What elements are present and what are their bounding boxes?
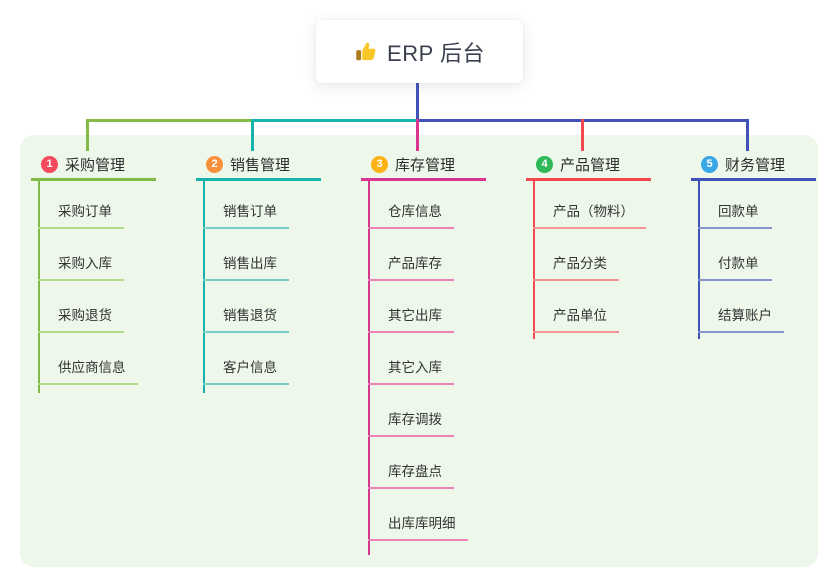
leaf-node-label: 采购退货 xyxy=(58,308,112,323)
branch: 1 采购管理 采购订单 采购入库 采购退货 供应商信息 xyxy=(31,0,196,588)
branch-number-badge: 1 xyxy=(41,156,58,173)
root-node-title: ERP 后台 xyxy=(387,40,485,66)
leaf-node[interactable]: 回款单 xyxy=(698,181,772,229)
leaf-node-label: 结算账户 xyxy=(718,308,772,323)
leaf-node[interactable]: 销售订单 xyxy=(203,181,289,229)
branch-number-badge: 5 xyxy=(701,156,718,173)
branch-node-label: 产品管理 xyxy=(560,157,621,174)
connector-root-stem xyxy=(416,82,419,119)
leaf-node[interactable]: 其它入库 xyxy=(368,333,454,385)
branch: 4 产品管理 产品（物料） 产品分类 产品单位 xyxy=(526,0,691,588)
branch-node-label: 采购管理 xyxy=(65,157,126,174)
leaf-node-label: 付款单 xyxy=(718,256,759,271)
branch-node-label: 财务管理 xyxy=(725,157,786,174)
leaf-node[interactable]: 销售退货 xyxy=(203,281,289,333)
leaf-node-label: 其它出库 xyxy=(388,308,442,323)
leaf-node[interactable]: 付款单 xyxy=(698,229,772,281)
branch-node[interactable]: 2 销售管理 xyxy=(196,151,321,181)
leaf-node[interactable]: 产品（物料） xyxy=(533,181,646,229)
leaf-node[interactable]: 销售出库 xyxy=(203,229,289,281)
root-node[interactable]: ERP 后台 xyxy=(316,20,523,83)
branch-items: 产品（物料） 产品分类 产品单位 xyxy=(533,181,646,333)
leaf-node[interactable]: 库存调拨 xyxy=(368,385,454,437)
leaf-node-label: 采购订单 xyxy=(58,204,112,219)
connector-branch-line xyxy=(698,181,700,339)
leaf-node[interactable]: 产品单位 xyxy=(533,281,619,333)
leaf-node[interactable]: 其它出库 xyxy=(368,281,454,333)
branch-node[interactable]: 5 财务管理 xyxy=(691,151,816,181)
leaf-node-label: 销售订单 xyxy=(223,204,277,219)
branch-node[interactable]: 4 产品管理 xyxy=(526,151,651,181)
leaf-node[interactable]: 产品库存 xyxy=(368,229,454,281)
connector-branch-line xyxy=(38,181,40,393)
leaf-node[interactable]: 客户信息 xyxy=(203,333,289,385)
branch-number-badge: 2 xyxy=(206,156,223,173)
connector-horizontal-mid xyxy=(251,119,419,122)
branch: 2 销售管理 销售订单 销售出库 销售退货 客户信息 xyxy=(196,0,361,588)
leaf-node[interactable]: 出库库明细 xyxy=(368,489,468,541)
branches-panel xyxy=(20,135,818,567)
connector-branch-drop xyxy=(251,119,254,151)
leaf-node[interactable]: 采购订单 xyxy=(38,181,124,229)
branch-number-badge: 4 xyxy=(536,156,553,173)
leaf-node-label: 回款单 xyxy=(718,204,759,219)
branch-items: 回款单 付款单 结算账户 xyxy=(698,181,784,333)
leaf-node-label: 供应商信息 xyxy=(58,360,126,375)
leaf-node-label: 采购入库 xyxy=(58,256,112,271)
leaf-node-label: 销售出库 xyxy=(223,256,277,271)
branch-node-label: 销售管理 xyxy=(230,157,291,174)
connector-branch-drop xyxy=(746,119,749,151)
leaf-node-label: 产品分类 xyxy=(553,256,607,271)
connector-branch-line xyxy=(368,181,370,555)
branch-node[interactable]: 3 库存管理 xyxy=(361,151,486,181)
connector-branch-drop xyxy=(416,119,419,151)
thumbs-up-icon xyxy=(356,42,376,60)
branch-items: 采购订单 采购入库 采购退货 供应商信息 xyxy=(38,181,138,385)
connector-branch-drop xyxy=(86,119,89,151)
leaf-node-label: 库存盘点 xyxy=(388,464,442,479)
branch: 5 财务管理 回款单 付款单 结算账户 xyxy=(691,0,839,588)
connector-branch-line xyxy=(533,181,535,339)
branch-node[interactable]: 1 采购管理 xyxy=(31,151,156,181)
leaf-node-label: 库存调拨 xyxy=(388,412,442,427)
leaf-node-label: 客户信息 xyxy=(223,360,277,375)
leaf-node[interactable]: 仓库信息 xyxy=(368,181,454,229)
leaf-node-label: 销售退货 xyxy=(223,308,277,323)
leaf-node-label: 产品单位 xyxy=(553,308,607,323)
connector-horizontal-left xyxy=(86,119,254,122)
leaf-node[interactable]: 产品分类 xyxy=(533,229,619,281)
leaf-node[interactable]: 库存盘点 xyxy=(368,437,454,489)
branch: 3 库存管理 仓库信息 产品库存 其它出库 其它入库 库存调拨 库存盘点 出库库… xyxy=(361,0,526,588)
leaf-node-label: 其它入库 xyxy=(388,360,442,375)
connector-branch-drop xyxy=(581,119,584,151)
leaf-node[interactable]: 供应商信息 xyxy=(38,333,138,385)
leaf-node[interactable]: 采购入库 xyxy=(38,229,124,281)
leaf-node-label: 仓库信息 xyxy=(388,204,442,219)
leaf-node[interactable]: 采购退货 xyxy=(38,281,124,333)
leaf-node[interactable]: 结算账户 xyxy=(698,281,784,333)
branch-items: 销售订单 销售出库 销售退货 客户信息 xyxy=(203,181,289,385)
branch-node-label: 库存管理 xyxy=(395,157,456,174)
branch-number-badge: 3 xyxy=(371,156,388,173)
branch-items: 仓库信息 产品库存 其它出库 其它入库 库存调拨 库存盘点 出库库明细 xyxy=(368,181,468,541)
leaf-node-label: 产品库存 xyxy=(388,256,442,271)
leaf-node-label: 出库库明细 xyxy=(388,516,456,531)
connector-branch-line xyxy=(203,181,205,393)
leaf-node-label: 产品（物料） xyxy=(553,204,634,219)
